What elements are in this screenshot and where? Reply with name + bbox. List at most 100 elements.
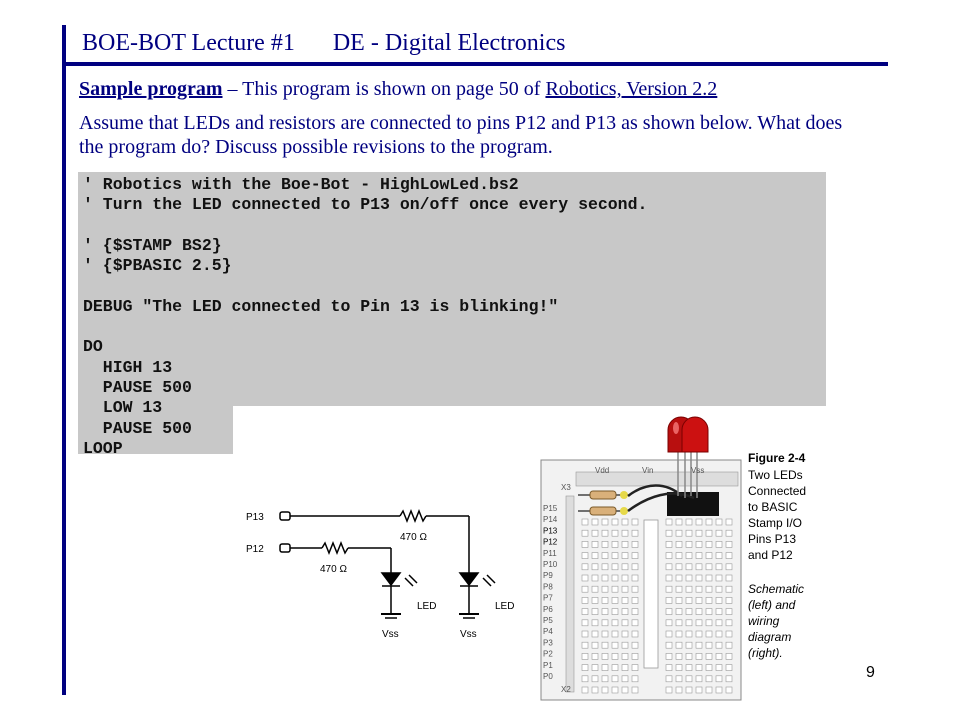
breadboard-hole <box>611 574 619 582</box>
io-pin-label: P3 <box>543 638 553 647</box>
breadboard-hole <box>591 675 599 683</box>
breadboard-hole <box>611 630 619 638</box>
breadboard-hole <box>675 529 683 537</box>
io-pin-label: P6 <box>543 605 553 614</box>
code-line <box>83 216 647 236</box>
breadboard-hole <box>725 597 733 604</box>
io-pin-label: P15 <box>543 504 558 513</box>
breadboard-hole <box>591 686 599 694</box>
vss-socket <box>667 492 719 516</box>
breadboard-hole <box>601 619 609 627</box>
breadboard-hole <box>685 574 693 582</box>
breadboard-hole <box>665 597 673 604</box>
breadboard-hole <box>665 675 673 683</box>
breadboard-hole <box>675 619 683 627</box>
breadboard-hole <box>611 518 619 526</box>
breadboard-hole <box>621 529 629 537</box>
breadboard-hole <box>665 608 673 615</box>
breadboard-hole <box>725 529 733 537</box>
breadboard-hole <box>611 641 619 649</box>
breadboard-hole <box>665 529 673 537</box>
breadboard-hole <box>715 563 723 571</box>
resistor-body <box>589 490 617 500</box>
breadboard-hole <box>675 664 683 671</box>
breadboard-hole <box>611 664 619 671</box>
breadboard-hole <box>665 585 673 593</box>
caption-line: Two LEDs <box>748 468 803 482</box>
breadboard-hole <box>611 529 619 537</box>
breadboard-hole <box>631 574 639 582</box>
light-arrow <box>482 577 492 587</box>
breadboard-hole <box>631 675 639 683</box>
breadboard-hole <box>725 630 733 638</box>
breadboard-hole <box>621 664 629 671</box>
breadboard-hole <box>631 608 639 615</box>
breadboard-hole <box>705 529 713 537</box>
breadboard-hole <box>675 552 683 559</box>
code-line: ' Robotics with the Boe-Bot - HighLowLed… <box>83 175 519 194</box>
pin-p13-terminal <box>279 511 291 521</box>
breadboard-hole <box>631 597 639 604</box>
breadboard-hole <box>621 563 629 571</box>
breadboard-hole <box>675 563 683 571</box>
center-channel <box>643 519 659 669</box>
breadboard-hole <box>621 585 629 593</box>
breadboard-hole <box>621 541 629 548</box>
breadboard-hole <box>665 518 673 526</box>
io-pin-label: P8 <box>543 582 553 591</box>
io-pin-label: P7 <box>543 594 553 603</box>
breadboard-hole <box>715 686 723 694</box>
schematic <box>279 508 496 619</box>
breadboard-hole <box>695 574 703 582</box>
breadboard-hole <box>685 675 693 683</box>
breadboard-hole <box>695 653 703 660</box>
breadboard-hole <box>601 630 609 638</box>
caption-line: to BASIC <box>748 500 798 514</box>
breadboard-hole <box>695 664 703 671</box>
breadboard-hole <box>591 619 599 627</box>
io-pin-label: P10 <box>543 560 558 569</box>
breadboard <box>540 459 742 701</box>
breadboard-hole <box>631 630 639 638</box>
io-pin-label: P5 <box>543 616 553 625</box>
breadboard-hole <box>611 563 619 571</box>
breadboard-hole <box>611 541 619 548</box>
breadboard-hole <box>715 529 723 537</box>
breadboard-hole <box>591 552 599 559</box>
breadboard-hole <box>621 518 629 526</box>
figure-caption: Figure 2-4 Two LEDs Connected to BASIC S… <box>748 451 806 660</box>
code-listing: ' Robotics with the Boe-Bot - HighLowLed… <box>83 175 647 459</box>
caption-line: and P12 <box>748 548 793 562</box>
breadboard-hole <box>705 608 713 615</box>
io-pin-label: P11 <box>543 549 557 558</box>
led-wires <box>627 450 698 513</box>
caption-line: Pins P13 <box>748 532 796 546</box>
breadboard-hole <box>665 563 673 571</box>
caption-title: Figure 2-4 <box>748 451 806 465</box>
led-wiring-figure: P13 P12 470 Ω 470 Ω LED LED Vss Vss <box>246 416 806 701</box>
code-line: ' {$STAMP BS2} <box>83 235 222 255</box>
breadboard-hole <box>725 541 733 548</box>
breadboard-hole <box>725 619 733 627</box>
breadboard-hole <box>631 641 639 649</box>
breadboard-hole <box>601 541 609 548</box>
light-arrow <box>408 574 418 584</box>
vss-board-label: Vss <box>691 466 704 475</box>
breadboard-hole <box>695 563 703 571</box>
breadboard-hole <box>591 641 599 649</box>
breadboard-hole <box>675 518 683 526</box>
breadboard-hole <box>665 653 673 660</box>
x2-label: X2 <box>561 685 571 694</box>
breadboard-hole <box>685 608 693 615</box>
breadboard-hole <box>621 608 629 615</box>
breadboard-hole <box>685 552 693 559</box>
breadboard-hole <box>601 552 609 559</box>
breadboard-hole <box>715 552 723 559</box>
breadboard-hole <box>685 653 693 660</box>
breadboard-hole <box>591 653 599 660</box>
breadboard-hole <box>601 608 609 615</box>
breadboard-hole <box>695 630 703 638</box>
vdd-label: Vdd <box>595 466 609 475</box>
resistor-top-label: 470 Ω <box>400 532 427 543</box>
code-line: HIGH 13 <box>83 357 173 377</box>
